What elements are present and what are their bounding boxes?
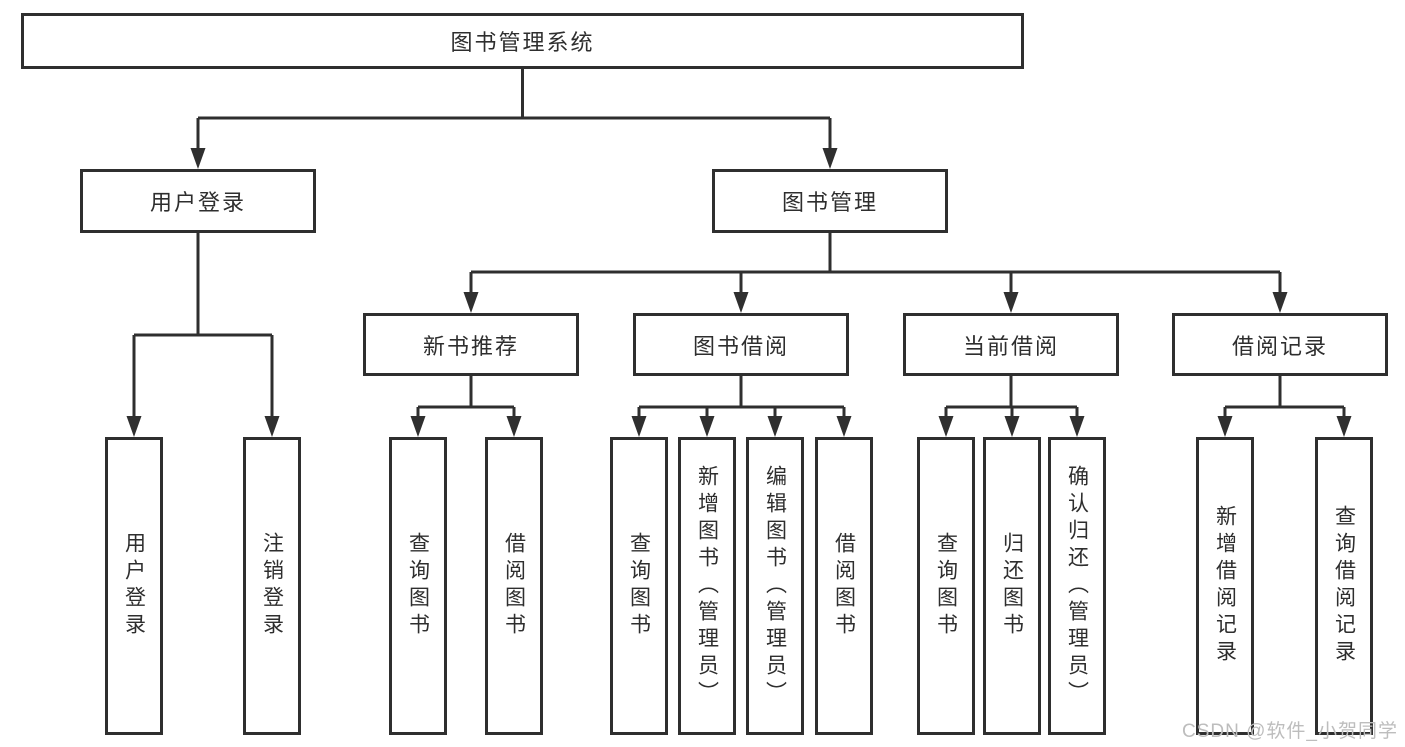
leaf-label: 查询图书 bbox=[406, 532, 430, 640]
node-book-management: 图书管理 bbox=[712, 169, 948, 233]
node-library-management-system: 图书管理系统 bbox=[21, 13, 1024, 69]
leaf-add-books-admin: 新增图书（管理员） bbox=[678, 437, 736, 735]
leaf-label: 编辑图书（管理员） bbox=[763, 464, 787, 708]
leaf-label: 借阅图书 bbox=[502, 532, 526, 640]
leaf-borrow-books-recommend: 借阅图书 bbox=[485, 437, 543, 735]
node-label: 图书管理 bbox=[781, 190, 878, 215]
leaf-query-books-borrowing: 查询图书 bbox=[610, 437, 668, 735]
leaf-query-borrow-record: 查询借阅记录 bbox=[1315, 437, 1373, 735]
node-book-borrowing: 图书借阅 bbox=[633, 313, 849, 376]
leaf-label: 新增借阅记录 bbox=[1213, 505, 1237, 667]
leaf-confirm-return-admin: 确认归还（管理员） bbox=[1048, 437, 1106, 735]
node-borrowing-records: 借阅记录 bbox=[1172, 313, 1388, 376]
node-label: 图书借阅 bbox=[692, 333, 789, 359]
leaf-label: 归还图书 bbox=[1000, 532, 1024, 640]
node-label: 用户登录 bbox=[149, 190, 246, 215]
node-new-book-recommendation: 新书推荐 bbox=[363, 313, 579, 376]
leaf-return-books: 归还图书 bbox=[983, 437, 1041, 735]
node-label: 当前借阅 bbox=[962, 333, 1059, 359]
leaf-borrow-books: 借阅图书 bbox=[815, 437, 873, 735]
leaf-label: 注销登录 bbox=[260, 532, 284, 640]
leaf-label: 用户登录 bbox=[122, 532, 146, 640]
leaf-query-books-recommend: 查询图书 bbox=[389, 437, 447, 735]
leaf-user-login: 用户登录 bbox=[105, 437, 163, 735]
watermark-text: CSDN @软件_小贺同学 bbox=[1182, 721, 1398, 742]
leaf-label: 查询图书 bbox=[627, 532, 651, 640]
leaf-label: 借阅图书 bbox=[832, 532, 856, 640]
leaf-edit-books-admin: 编辑图书（管理员） bbox=[746, 437, 804, 735]
node-current-borrowing: 当前借阅 bbox=[903, 313, 1119, 376]
leaf-label: 确认归还（管理员） bbox=[1065, 464, 1089, 708]
leaf-logout: 注销登录 bbox=[243, 437, 301, 735]
leaf-label: 查询借阅记录 bbox=[1332, 505, 1356, 667]
node-user-login: 用户登录 bbox=[80, 169, 316, 233]
node-label: 图书管理系统 bbox=[450, 30, 595, 55]
node-label: 借阅记录 bbox=[1231, 333, 1328, 359]
leaf-add-borrow-record: 新增借阅记录 bbox=[1196, 437, 1254, 735]
leaf-label: 新增图书（管理员） bbox=[695, 464, 719, 708]
leaf-query-books-current: 查询图书 bbox=[917, 437, 975, 735]
leaf-label: 查询图书 bbox=[934, 532, 958, 640]
node-label: 新书推荐 bbox=[422, 333, 519, 359]
